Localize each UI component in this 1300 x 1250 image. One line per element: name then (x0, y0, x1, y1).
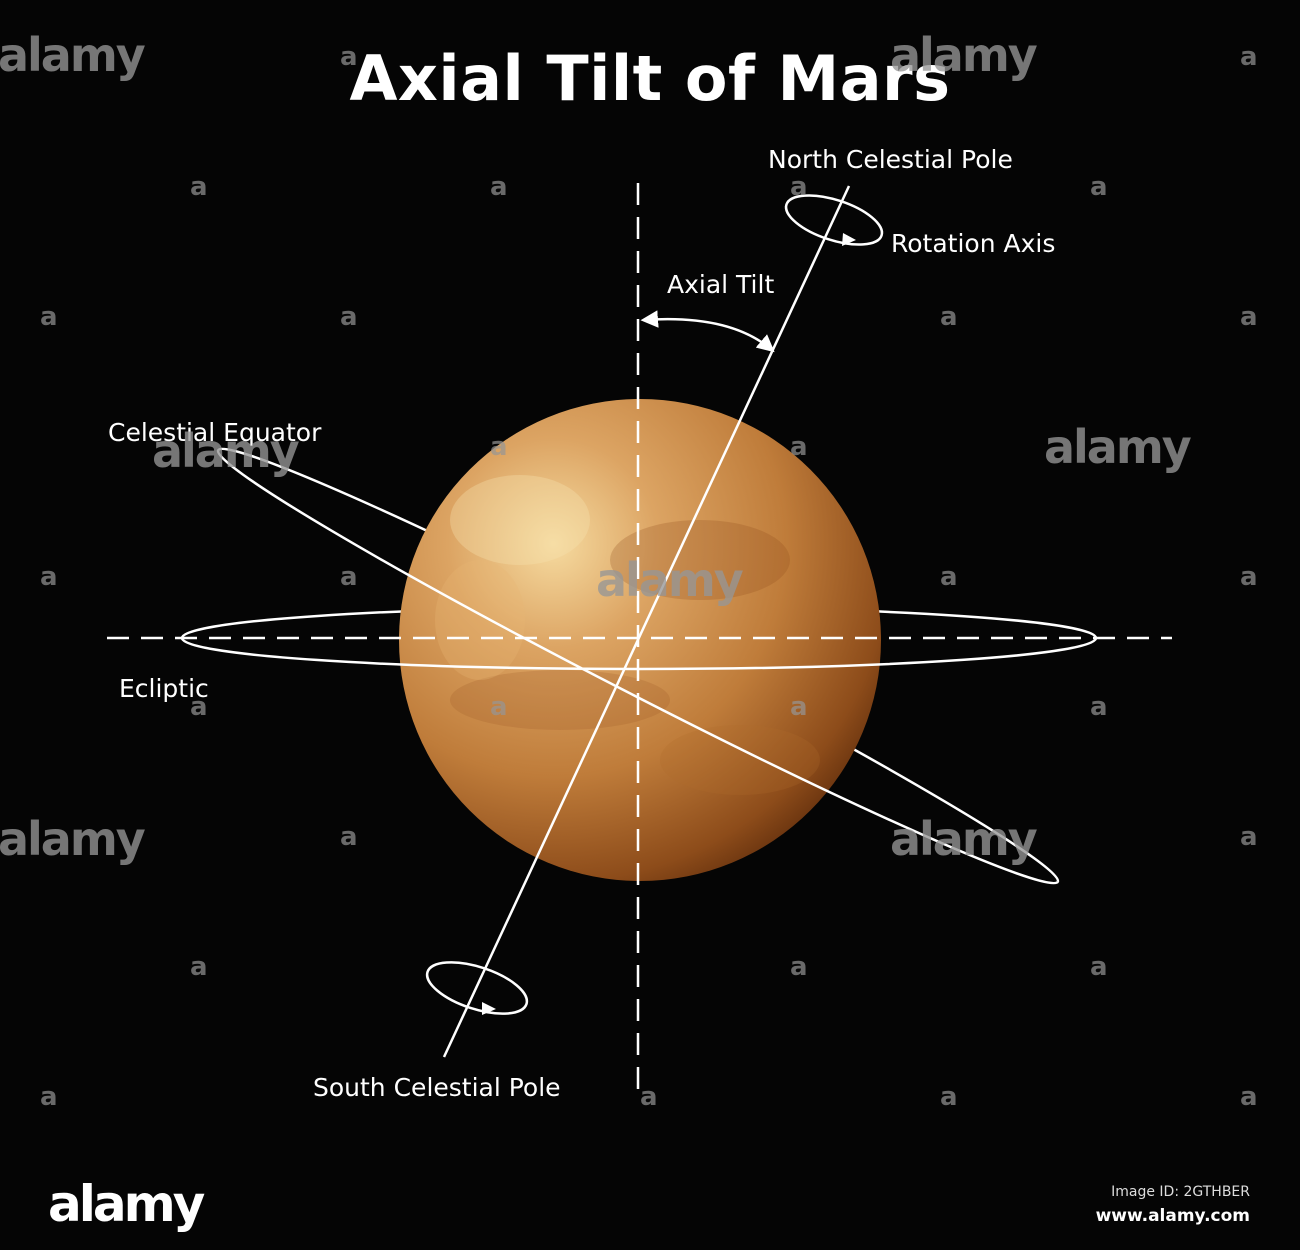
watermark-mark: a (1090, 692, 1108, 722)
watermark-mark: a (340, 822, 358, 852)
alamy-logo: alamy (48, 1175, 205, 1233)
watermark-mark: a (790, 432, 808, 462)
watermark-mark: a (1240, 42, 1258, 72)
diagram-title: Axial Tilt of Mars (349, 42, 951, 115)
watermark-brand: alamy (152, 424, 300, 478)
watermark-mark: a (940, 562, 958, 592)
watermark-mark: a (790, 952, 808, 982)
south-celestial-pole-label: South Celestial Pole (313, 1073, 561, 1102)
watermark-mark: a (40, 562, 58, 592)
ecliptic-label: Ecliptic (119, 674, 209, 703)
watermark-mark: a (490, 692, 508, 722)
watermark-mark: a (190, 952, 208, 982)
watermark-mark: a (1240, 562, 1258, 592)
watermark-mark: a (40, 302, 58, 332)
north-celestial-pole-label: North Celestial Pole (768, 145, 1013, 174)
watermark-mark: a (790, 172, 808, 202)
watermark-mark: a (190, 172, 208, 202)
north-rotation-loop (784, 194, 884, 246)
watermark-mark: a (940, 1082, 958, 1112)
axial-tilt-arc (640, 310, 775, 353)
watermark-mark: a (640, 1082, 658, 1112)
watermark-brand: alamy (890, 812, 1038, 866)
mars-planet (399, 399, 881, 881)
south-rotation-arrow-icon (482, 1002, 496, 1015)
watermark-mark: a (340, 562, 358, 592)
image-id-text: Image ID: 2GTHBER (1111, 1184, 1250, 1200)
rotation-axis-label: Rotation Axis (891, 229, 1056, 258)
watermark-brand: alamy (890, 28, 1038, 82)
watermark-brand: alamy (596, 553, 744, 607)
watermark-mark: a (1090, 172, 1108, 202)
watermark-mark: a (1090, 952, 1108, 982)
watermark-mark: a (340, 302, 358, 332)
watermark-mark: a (1240, 302, 1258, 332)
watermark-mark: a (790, 692, 808, 722)
watermark-mark: a (940, 302, 958, 332)
ecliptic-orbit-front (180, 637, 1098, 671)
axial-tilt-label: Axial Tilt (667, 270, 775, 299)
watermark-mark: a (1240, 1082, 1258, 1112)
south-rotation-loop (425, 961, 529, 1015)
watermark-brand: alamy (1044, 420, 1192, 474)
alamy-url: www.alamy.com (1095, 1206, 1250, 1226)
watermark-mark: a (490, 172, 508, 202)
watermark-mark: a (340, 42, 358, 72)
watermark-brand: alamy (0, 812, 146, 866)
celestial-equator-orbit-front (216, 449, 1059, 885)
north-rotation-arrow-icon (842, 233, 856, 246)
watermark-mark: a (1240, 822, 1258, 852)
watermark-mark: a (40, 1082, 58, 1112)
watermark-mark: a (190, 692, 208, 722)
watermark-mark: a (490, 432, 508, 462)
rotation-axis-line (442, 185, 851, 1058)
watermark-brand: alamy (0, 28, 146, 82)
celestial-equator-label: Celestial Equator (108, 418, 322, 447)
